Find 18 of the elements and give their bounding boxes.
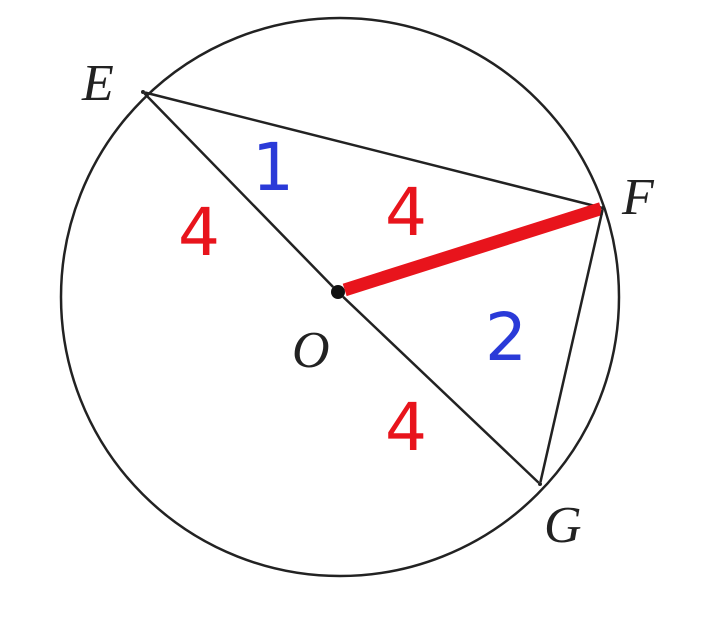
angle-label: 1 bbox=[252, 135, 294, 201]
angle-label: 2 bbox=[485, 305, 527, 371]
point-label: E bbox=[82, 58, 114, 110]
edge-label: 4 bbox=[385, 395, 427, 461]
center-dot bbox=[331, 285, 345, 299]
line-segment bbox=[539, 210, 604, 482]
line-segment bbox=[342, 296, 540, 484]
line-segment bbox=[144, 92, 334, 288]
point-label: G bbox=[544, 500, 582, 552]
vertex-point bbox=[538, 482, 542, 486]
thick-segment bbox=[342, 202, 604, 296]
point-label: O bbox=[292, 325, 330, 377]
vertex-point bbox=[601, 206, 605, 210]
point-label: F bbox=[622, 172, 654, 224]
edge-label: 4 bbox=[385, 180, 427, 246]
vertex-point bbox=[141, 90, 145, 94]
line-segment bbox=[144, 91, 602, 209]
edge-label: 4 bbox=[178, 200, 220, 266]
